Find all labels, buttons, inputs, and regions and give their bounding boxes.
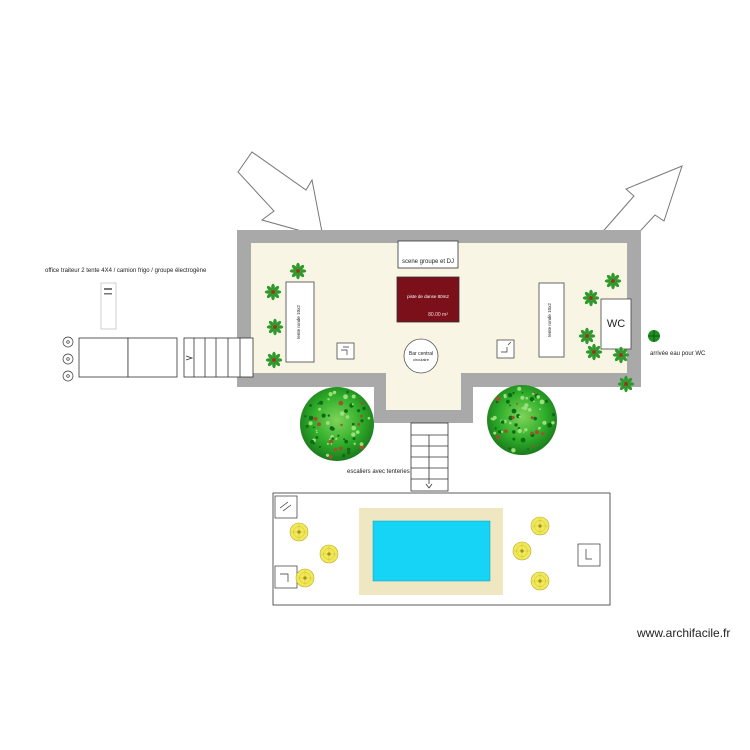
- bar-label-2: circulaire: [413, 357, 430, 362]
- parasol-icon: [319, 544, 339, 564]
- shrub-icon: [604, 272, 622, 290]
- shrub-icon: [266, 318, 284, 336]
- water-inlet-icon: [648, 330, 660, 342]
- water-label: arrivée eau pour WC: [650, 351, 706, 357]
- generator-symbol: [100, 282, 117, 330]
- watermark: www.archifacile.fr: [637, 626, 731, 640]
- tent-right-label: tente ronde 10x2: [547, 303, 552, 337]
- dance-floor: [396, 276, 460, 323]
- parasol-icon: [530, 571, 550, 591]
- lounger-symbol-top-left: [274, 495, 298, 519]
- shrub-icon: [612, 346, 630, 364]
- bar-label: Bar central: [409, 351, 433, 357]
- speaker-symbol-left: [336, 342, 355, 360]
- stairs-center: [410, 422, 449, 492]
- shrub-icon: [585, 343, 603, 361]
- dance-floor-area: 80.00 m²: [428, 312, 448, 318]
- fan-icons: [62, 336, 74, 382]
- parasol-icon: [512, 541, 532, 561]
- parasol-icon: [289, 522, 309, 542]
- office-tents: [78, 337, 178, 378]
- shrub-group: [264, 262, 635, 393]
- building-floor: [251, 243, 627, 410]
- wc-box: [600, 298, 632, 350]
- stage-label: scene groupe et DJ: [402, 259, 454, 265]
- speaker-symbol-right: [496, 339, 515, 359]
- entrance-arrow: [237, 151, 324, 238]
- shrub-icon: [265, 351, 283, 369]
- parasol-group: [289, 516, 550, 591]
- stage-box: [397, 240, 459, 269]
- stairs-label: escaliers avec tenteries: [347, 469, 410, 475]
- shrub-icon: [617, 375, 635, 393]
- tent-right: [538, 282, 565, 358]
- stairs-left: [183, 337, 254, 378]
- parasol-icon: [530, 516, 550, 536]
- lounger-symbol-bottom-left: [274, 565, 298, 589]
- tent-left: [285, 281, 315, 363]
- shrub-icon: [264, 283, 282, 301]
- tree-left: [300, 387, 374, 461]
- central-bar: [403, 338, 439, 374]
- dance-floor-label: piste de danse 80m2: [407, 294, 449, 299]
- office-label: office traiteur 2 tente 4X4 / camion fri…: [45, 268, 207, 274]
- shrub-icon: [582, 289, 600, 307]
- shrub-icon: [578, 327, 596, 345]
- pool-water: [372, 520, 491, 582]
- parasol-icon: [295, 568, 315, 588]
- wc-label: WC: [607, 318, 625, 330]
- lounger-symbol-right: [577, 543, 601, 567]
- tree-right: [487, 385, 557, 455]
- tent-left-label: tente ronde 10x2: [296, 305, 301, 339]
- shrub-icon: [289, 262, 307, 280]
